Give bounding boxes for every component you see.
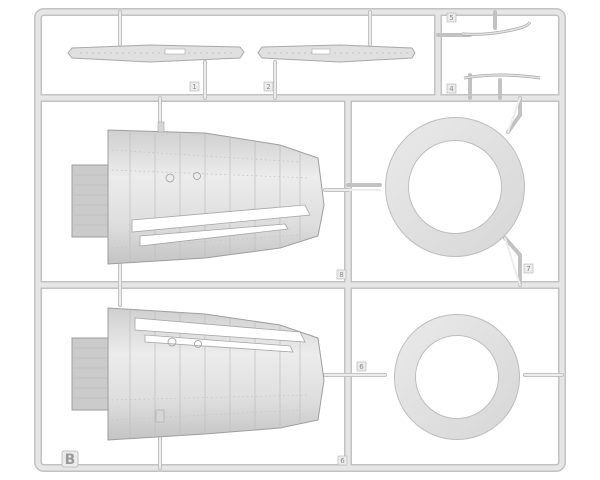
part-1-strip (67, 44, 245, 63)
part-8-engine-cowling (71, 121, 325, 265)
part-number-7: 7 (526, 265, 530, 273)
part-number-4: 4 (449, 85, 454, 93)
part-number-2: 2 (266, 83, 270, 91)
part-number-6-right: 6 (359, 363, 364, 371)
part-number-8: 8 (339, 271, 343, 279)
part-5-rod (461, 21, 532, 36)
part-number-5: 5 (449, 14, 453, 22)
part-number-tags: 1 2 4 5 8 7 6 6 B (61, 12, 534, 468)
part-number-6-left: 6 (340, 457, 345, 465)
part-6-engine-cowling (71, 307, 325, 441)
part-number-1: 1 (192, 83, 196, 91)
part-3-rod (463, 73, 541, 80)
part-7-ring (385, 117, 525, 257)
sprue-letter: B (65, 452, 76, 468)
part-6-ring (394, 314, 520, 440)
sprue-frame (34, 8, 566, 472)
part-2-strip (257, 44, 416, 63)
